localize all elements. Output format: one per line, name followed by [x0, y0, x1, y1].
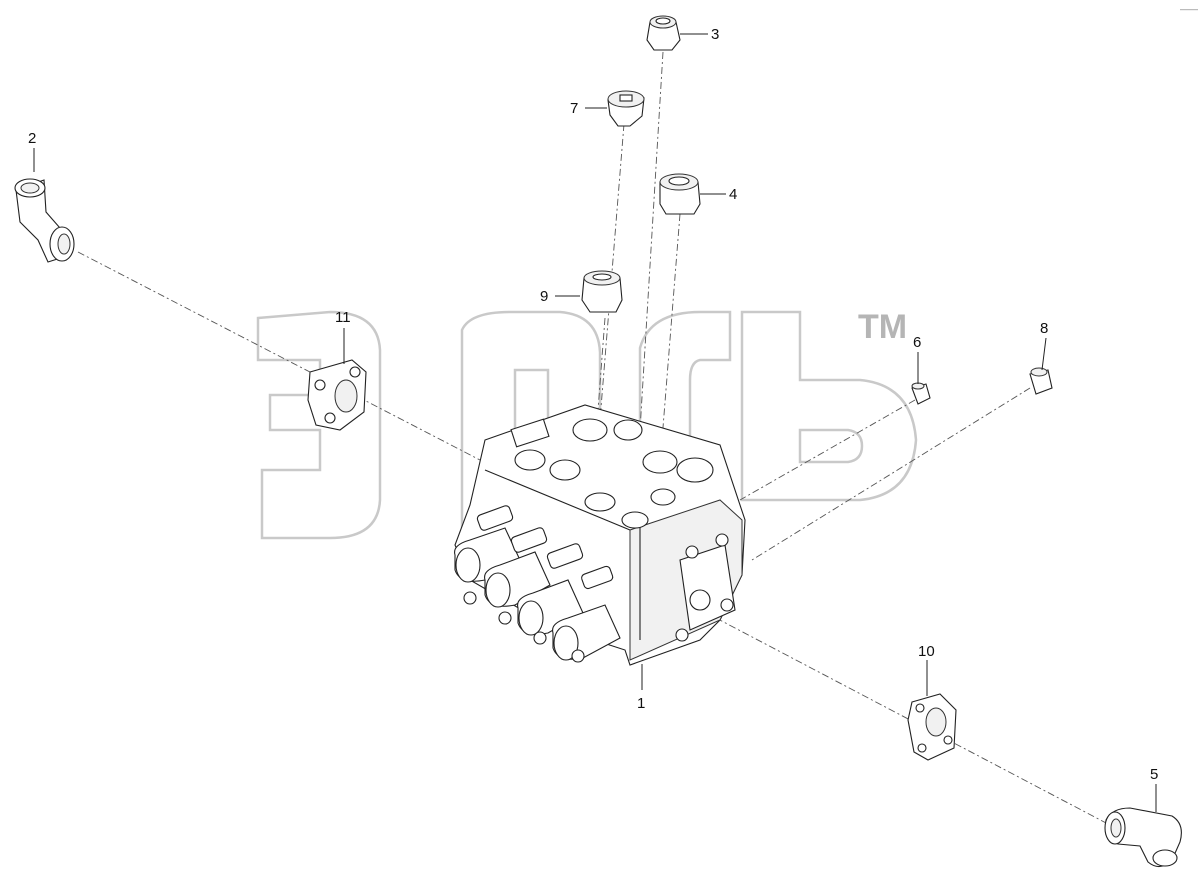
part-label-8: 8 [1040, 320, 1048, 337]
part-label-5: 5 [1150, 766, 1158, 783]
fitting-9 [581, 270, 623, 313]
part-label-1: 1 [637, 695, 645, 712]
valve-block [454, 404, 746, 666]
corner-mark: —— [1180, 4, 1198, 14]
plug-6 [911, 382, 931, 405]
watermark-tm: TM [858, 308, 907, 346]
flange-11 [307, 359, 367, 431]
callout-leaders [33, 33, 1157, 812]
plug-7 [607, 90, 645, 127]
part-labels: 1 2 3 4 5 6 7 8 9 10 11 [28, 26, 1158, 783]
flange-10 [907, 693, 957, 761]
plug-8 [1029, 367, 1053, 395]
part-label-2: 2 [28, 130, 36, 147]
part-label-4: 4 [729, 186, 737, 203]
part-label-3: 3 [711, 26, 719, 43]
part-label-11: 11 [335, 309, 351, 326]
fitting-4 [659, 173, 701, 215]
part-label-7: 7 [570, 100, 578, 117]
elbow-fitting-top-left [14, 178, 75, 263]
elbow-fitting-bottom-right [1104, 807, 1182, 868]
part-label-10: 10 [918, 643, 935, 660]
part-label-9: 9 [540, 288, 548, 305]
fitting-3 [646, 15, 681, 51]
part-label-6: 6 [913, 334, 921, 351]
